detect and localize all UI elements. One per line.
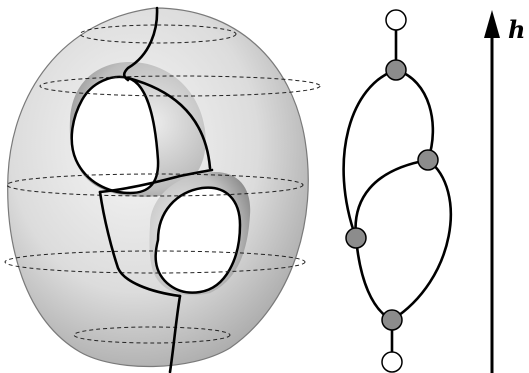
reeb-node-minimum (381, 351, 403, 373)
height-axis-arrowhead (484, 10, 500, 38)
critical-curves (98, 6, 214, 373)
reeb-node-saddle-3 (345, 227, 367, 249)
reeb-node-maximum (385, 9, 407, 31)
genus-two-surface (4, 6, 321, 373)
reeb-edge-lower-left (354, 236, 394, 322)
reeb-nodes (345, 9, 439, 373)
reeb-node-saddle-2 (417, 149, 439, 171)
reeb-edge-upper-right (394, 68, 435, 162)
curve-middle-left (98, 168, 214, 194)
curve-upper-right (126, 76, 212, 170)
height-axis: h (484, 10, 525, 373)
reeb-node-saddle-1 (385, 59, 407, 81)
level-set-5 (73, 326, 231, 344)
level-set-1 (79, 24, 237, 44)
height-axis-label: h (508, 15, 525, 44)
reeb-node-saddle-4 (381, 309, 403, 331)
curve-bottom-meridian (168, 294, 182, 373)
curve-middle-down (98, 190, 182, 298)
level-set-2 (39, 75, 321, 97)
level-set-4 (4, 250, 306, 274)
curve-top-meridian (122, 6, 159, 82)
reeb-edge-upper-left (342, 68, 398, 240)
reeb-edge-middle-right (390, 158, 453, 322)
lower-hole (154, 186, 242, 294)
reeb-edge-middle-left (354, 158, 430, 240)
level-set-curves (4, 24, 321, 344)
level-set-3 (6, 173, 304, 197)
